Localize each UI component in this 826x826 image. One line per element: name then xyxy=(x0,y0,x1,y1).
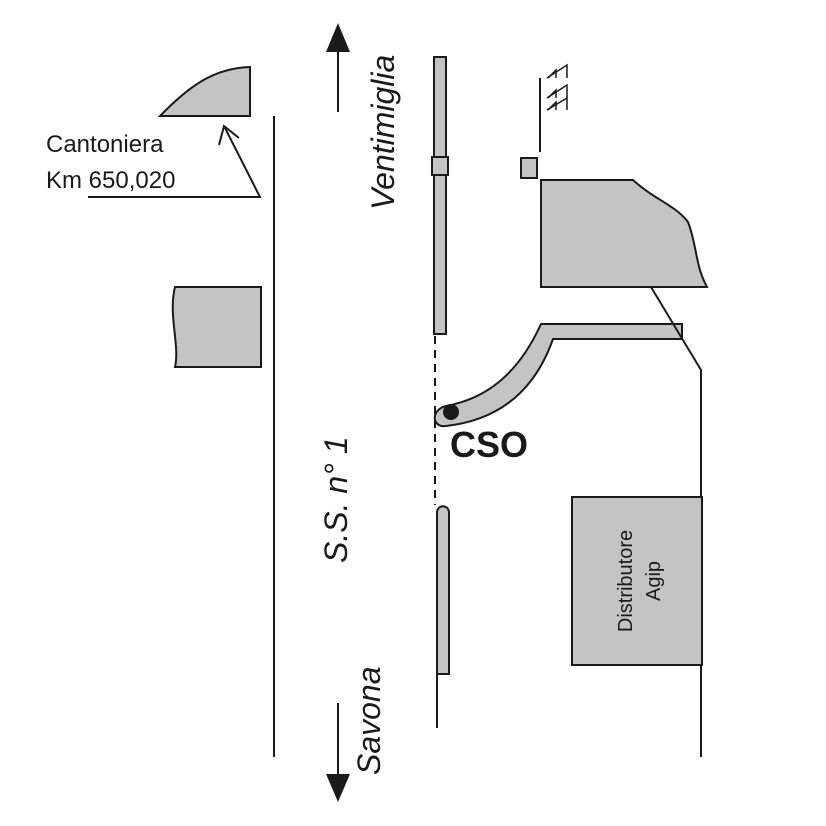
south-arrow-icon xyxy=(326,774,350,802)
median-strip-upper xyxy=(433,56,447,158)
cantoniera-leader-arrowhead xyxy=(218,124,240,146)
cantoniera-leader-line xyxy=(88,125,262,198)
direction-north-label: Ventimiglia xyxy=(365,55,401,210)
right-building xyxy=(540,179,709,288)
triangle-marker-icons xyxy=(546,63,568,111)
cso-label: CSO xyxy=(450,424,528,465)
cso-marker xyxy=(443,404,459,420)
access-ramp xyxy=(433,323,683,428)
agip-station-label-line2: Agip xyxy=(643,561,665,601)
cantoniera-label-line2: Km 650,020 xyxy=(46,167,175,194)
cantoniera-label-line1: Cantoniera xyxy=(46,131,164,158)
left-building xyxy=(171,286,262,368)
agip-station xyxy=(571,496,703,666)
median-strip-lower xyxy=(436,505,450,675)
direction-south-label: Savona xyxy=(351,666,387,775)
cantoniera-building xyxy=(157,65,251,117)
road-name-label: S.S. n° 1 xyxy=(318,436,354,563)
median-strip-middle xyxy=(433,174,447,335)
north-arrow-icon xyxy=(326,23,350,52)
median-gap-box xyxy=(431,156,449,176)
agip-station-label-line1: Distributore xyxy=(615,530,637,632)
small-box xyxy=(520,157,538,179)
